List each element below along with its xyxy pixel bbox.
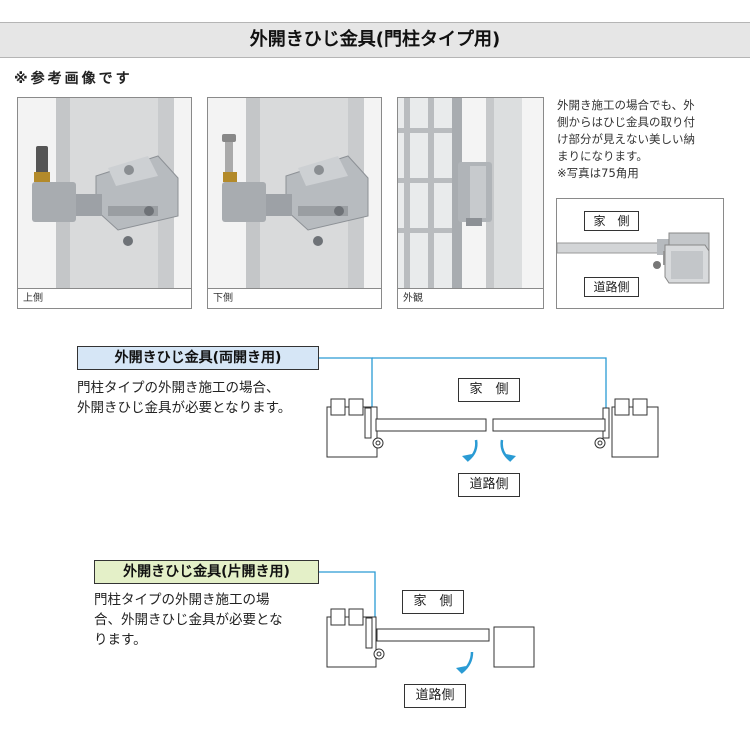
side-note-line: ※写真は75角用 xyxy=(557,166,639,180)
inset-hinge-drawing xyxy=(557,232,710,284)
gate-exterior-photo xyxy=(398,98,543,308)
description-line: ります。 xyxy=(94,632,147,648)
side-note-line: 側からはひじ金具の取り付 xyxy=(557,115,695,129)
photo-caption: 下側 xyxy=(208,288,381,308)
photo-bottom-side: 下側 xyxy=(207,97,382,309)
side-note-line: 外開き施工の場合でも、外 xyxy=(557,98,695,112)
photo-caption: 上側 xyxy=(18,288,191,308)
reference-note: ※参考画像です xyxy=(14,71,133,87)
house-side-label: 家 側 xyxy=(458,378,520,402)
road-side-label: 道路側 xyxy=(404,684,466,708)
photo-top-side: 上側 xyxy=(17,97,192,309)
description-line: 門柱タイプの外開き施工の場合、 xyxy=(77,380,280,396)
description-line: 合、外開きひじ金具が必要とな xyxy=(94,612,283,628)
section-title: 外開きひじ金具(門柱タイプ用) xyxy=(249,29,501,50)
photo-exterior: 外観 xyxy=(397,97,544,309)
double-swing-title: 外開きひじ金具(両開き用) xyxy=(77,346,319,370)
road-side-label: 道路側 xyxy=(458,473,520,497)
single-swing-title: 外開きひじ金具(片開き用) xyxy=(94,560,319,584)
house-side-label: 家 側 xyxy=(584,211,639,231)
side-note-line: まりになります。 xyxy=(557,149,648,163)
photo-caption: 外観 xyxy=(398,288,543,308)
side-note: 外開き施工の場合でも、外 側からはひじ金具の取り付 け部分が見えない美しい納 ま… xyxy=(557,97,737,182)
hinge-top-photo xyxy=(18,98,191,308)
description-line: 門柱タイプの外開き施工の場 xyxy=(94,592,270,608)
section-header: 外開きひじ金具(門柱タイプ用) xyxy=(0,22,750,58)
side-note-line: け部分が見えない美しい納 xyxy=(557,132,695,146)
road-side-label: 道路側 xyxy=(584,277,639,297)
inset-diagram: 家 側 道路側 xyxy=(556,198,724,309)
hinge-bottom-photo xyxy=(208,98,381,308)
double-swing-description: 門柱タイプの外開き施工の場合、 外開きひじ金具が必要となります。 xyxy=(77,378,291,418)
single-swing-description: 門柱タイプの外開き施工の場 合、外開きひじ金具が必要とな ります。 xyxy=(94,590,283,650)
house-side-label: 家 側 xyxy=(402,590,464,614)
description-line: 外開きひじ金具が必要となります。 xyxy=(77,400,292,416)
